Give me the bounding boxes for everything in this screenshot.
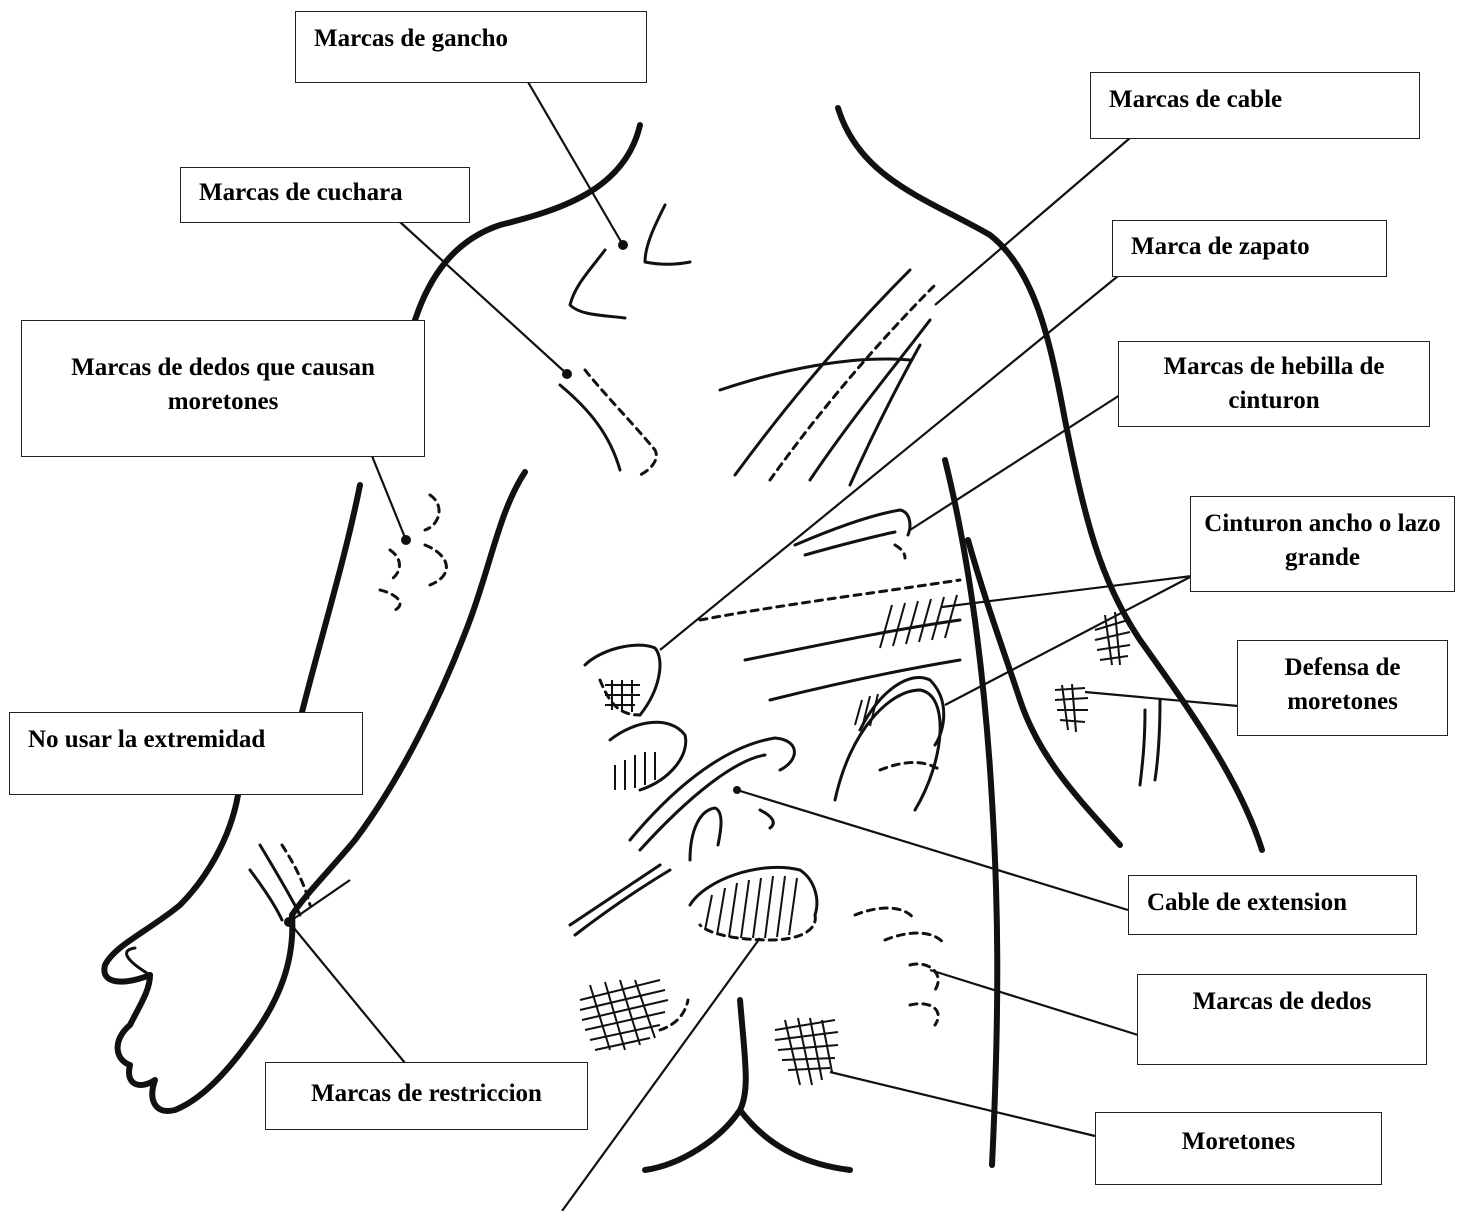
leader-bruise-defense xyxy=(1085,692,1238,706)
leader-restraint xyxy=(289,922,405,1063)
leader-bruises xyxy=(830,1072,1095,1136)
label-extension-cord: Cable de extension xyxy=(1128,875,1417,935)
label-shoe-mark: Marca de zapato xyxy=(1112,220,1387,277)
shoe-print-drawing xyxy=(585,645,686,790)
label-belt-buckle-marks: Marcas de hebilla de cinturon xyxy=(1118,341,1430,427)
label-cable-marks: Marcas de cable xyxy=(1090,72,1420,139)
finger-bruise-drawing xyxy=(380,495,446,610)
center-body-line xyxy=(945,460,997,1165)
label-limb-not-used: No usar la extremidad xyxy=(9,712,363,795)
finger-marks-drawing xyxy=(855,908,945,1025)
restraint-marks-drawing xyxy=(250,845,310,920)
label-bruise-defense: Defensa de moretones xyxy=(1237,640,1448,736)
leader-hook xyxy=(528,82,623,245)
belt-buckle-drawing xyxy=(795,510,910,558)
left-upper-arm-outer xyxy=(300,485,360,720)
leader-finger-bruise xyxy=(372,456,406,540)
label-finger-marks: Marcas de dedos xyxy=(1137,974,1427,1065)
label-hook-marks: Marcas de gancho xyxy=(295,11,647,83)
spoon-marks-drawing xyxy=(560,370,656,475)
leader-finger-marks xyxy=(930,970,1138,1035)
wide-belt-drawing xyxy=(700,580,960,700)
extension-cord-drawing xyxy=(570,738,794,935)
patch-bruise-drawing xyxy=(690,867,817,940)
buttock-lower xyxy=(740,1110,850,1170)
loop-mark-drawing xyxy=(835,677,944,810)
label-restraint-marks: Marcas de restriccion xyxy=(265,1062,588,1130)
leader-lines xyxy=(284,82,1238,1211)
hook-marks-drawing xyxy=(570,205,690,318)
label-finger-bruise-marks: Marcas de dedos que causan moretones xyxy=(21,320,425,457)
leader-buckle xyxy=(910,395,1120,530)
label-spoon-marks: Marcas de cuchara xyxy=(180,167,470,223)
label-wide-belt-loop: Cinturon ancho o lazo grande xyxy=(1190,496,1455,592)
leader-arm-restraint xyxy=(289,880,350,922)
left-forearm-outer xyxy=(104,795,238,982)
label-bruises: Moretones xyxy=(1095,1112,1382,1185)
left-finger-detail xyxy=(127,948,150,975)
leader-patch xyxy=(562,938,760,1211)
